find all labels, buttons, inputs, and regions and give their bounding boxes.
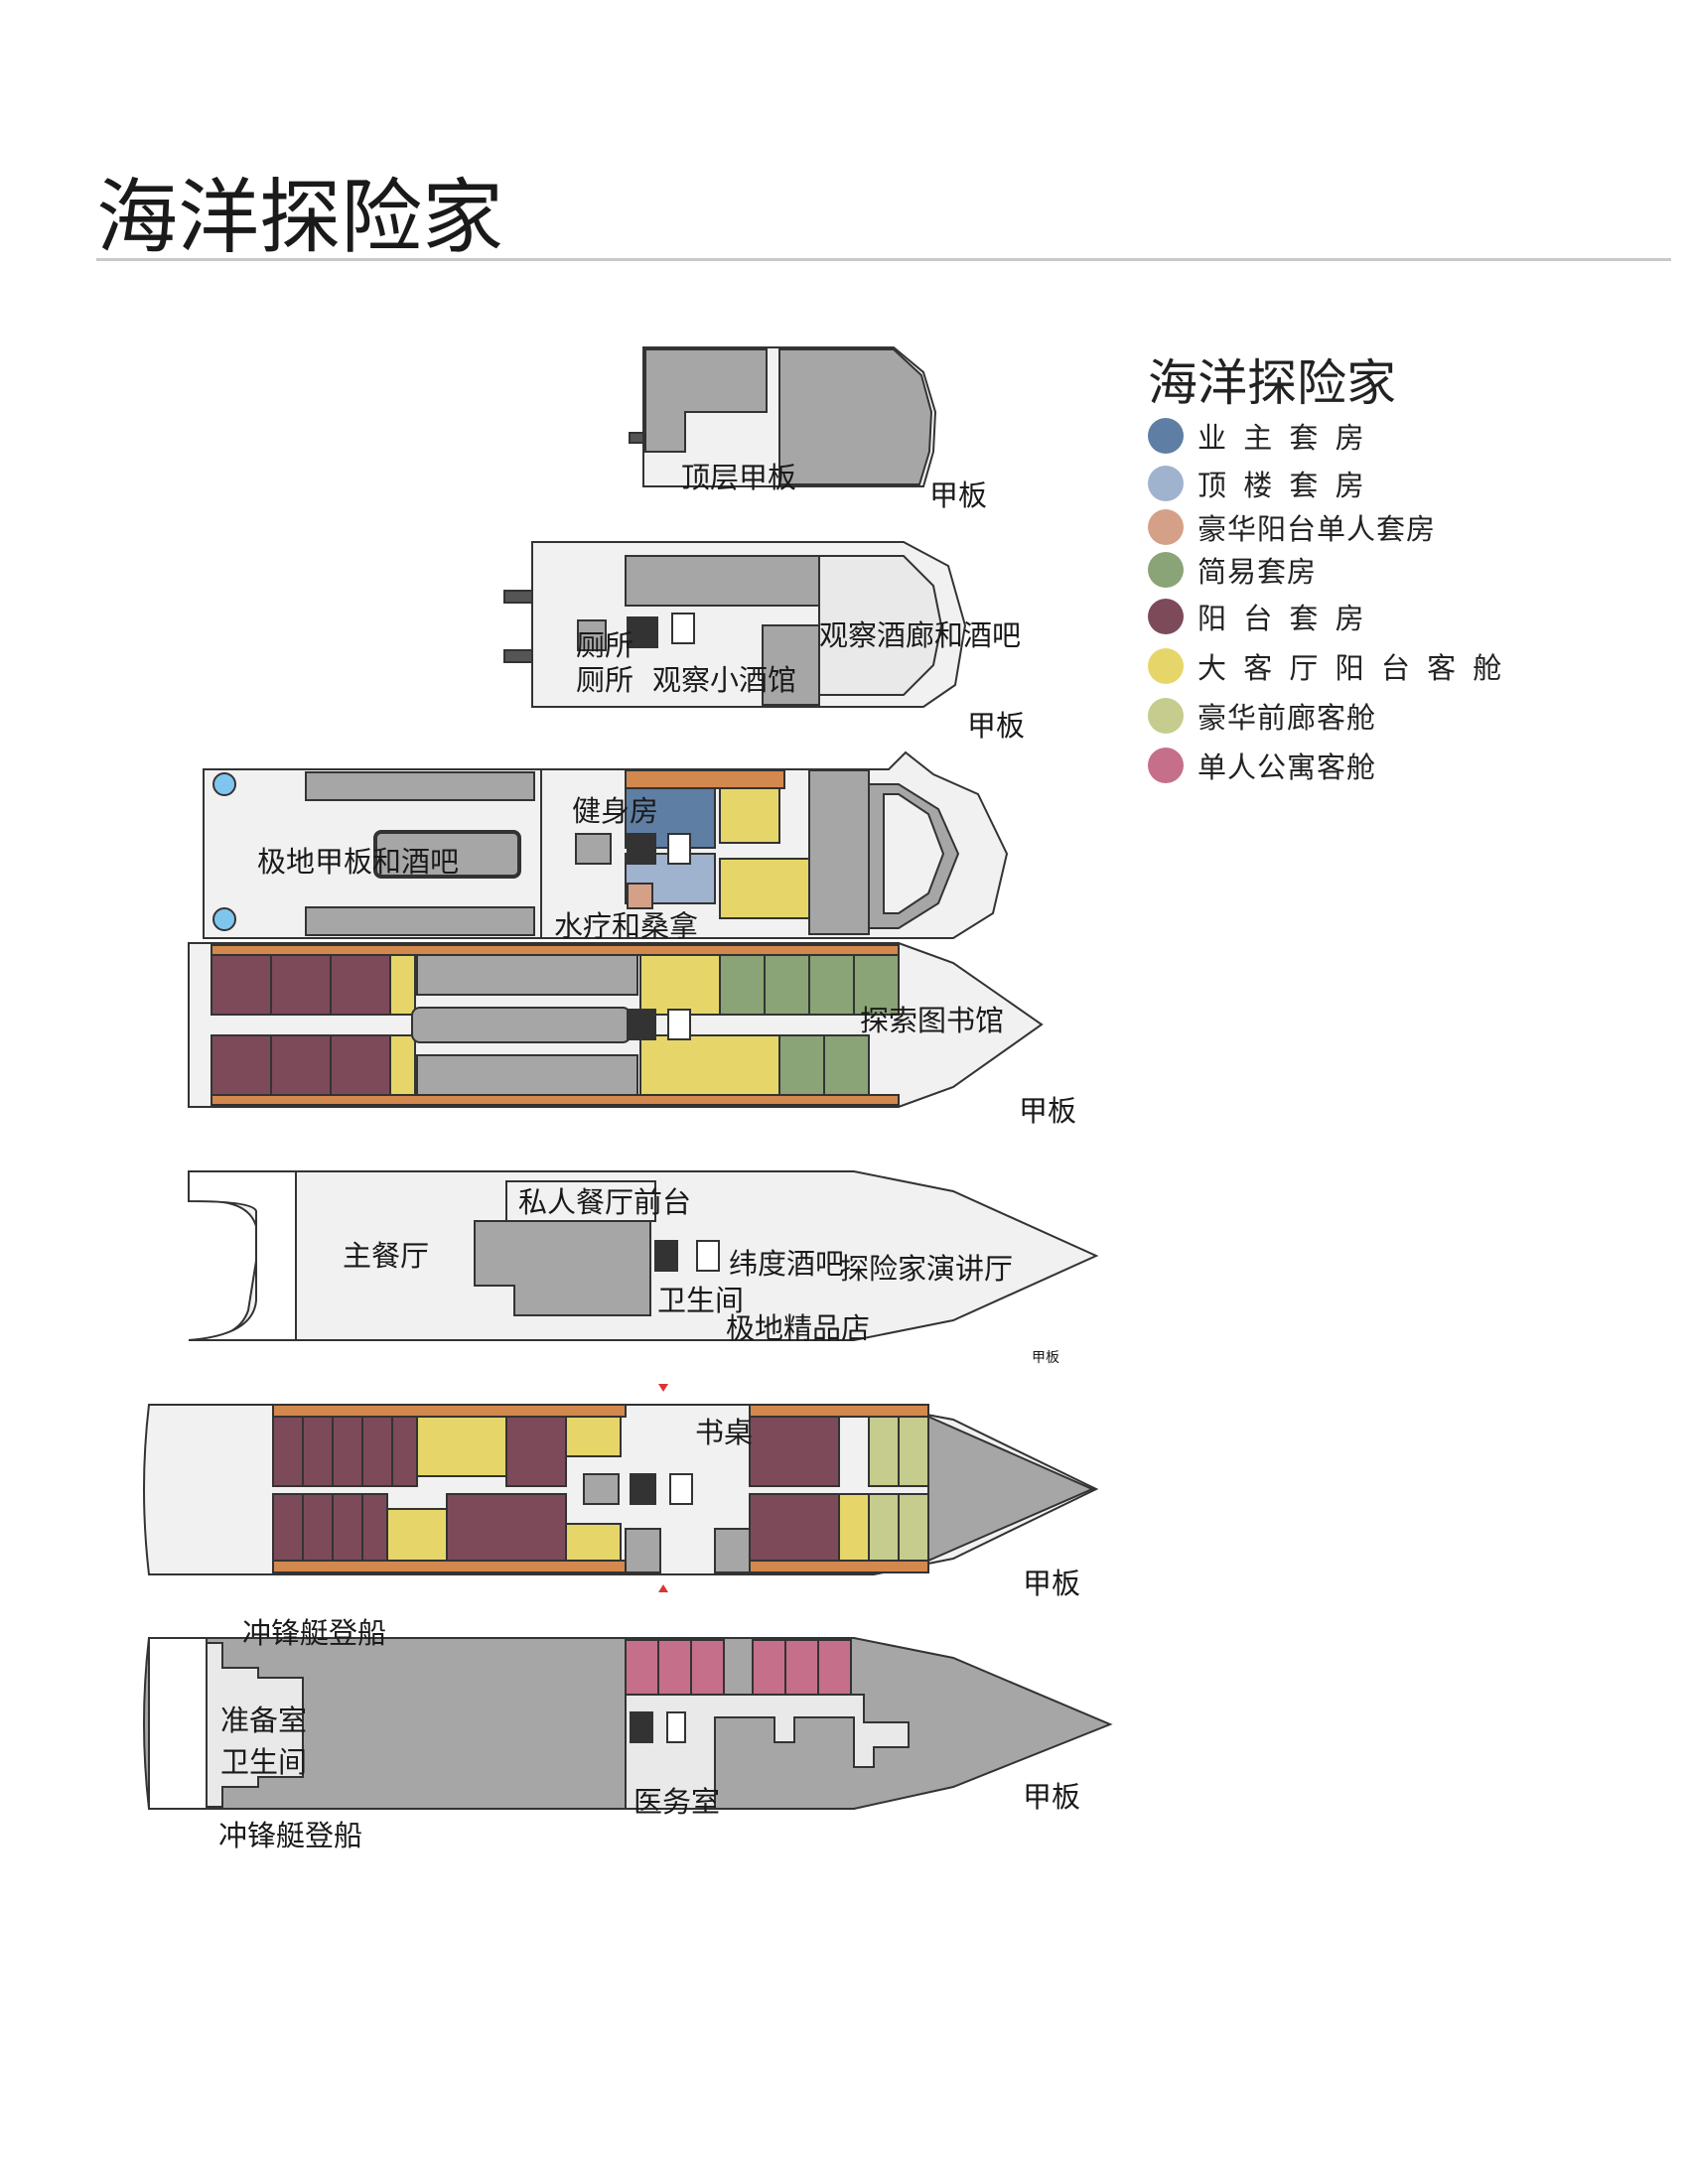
deck-observation <box>503 541 967 708</box>
deck-top <box>629 346 937 487</box>
deck-word-6: 甲板 <box>1023 1567 1081 1600</box>
deck-word-7: 甲板 <box>1023 1780 1081 1814</box>
label-latitude-bar: 纬度酒吧 <box>729 1247 845 1281</box>
legend-swatch <box>1148 466 1184 501</box>
legend-swatch <box>1148 698 1184 734</box>
legend-label: 简易套房 <box>1197 555 1318 589</box>
legend-label: 单人公寓客舱 <box>1197 751 1377 784</box>
legend-item: 单人公寓客舱 <box>1148 745 1376 786</box>
deck-word-1: 甲板 <box>929 478 988 512</box>
legend-label: 豪华阳台单人套房 <box>1197 512 1437 546</box>
legend-swatch <box>1148 648 1184 684</box>
label-medical: 医务室 <box>633 1785 721 1819</box>
legend-swatch <box>1148 418 1184 454</box>
legend-swatch <box>1148 552 1184 588</box>
label-top-deck: 顶层甲板 <box>681 461 797 494</box>
deck-library <box>188 942 1044 1108</box>
deck-reception <box>143 1384 1099 1592</box>
label-gym: 健身房 <box>572 794 659 828</box>
label-polar-boutique: 极地精品店 <box>726 1311 871 1345</box>
label-library: 探索图书馆 <box>860 1004 1005 1037</box>
legend-label: 豪华前廊客舱 <box>1197 701 1377 735</box>
legend-item: 简易套房 <box>1148 549 1317 591</box>
label-spa: 水疗和桑拿 <box>554 909 699 943</box>
legend-swatch <box>1148 509 1184 545</box>
label-private-dining: 私人餐厅前台 <box>518 1185 692 1219</box>
label-prep-room: 准备室 <box>220 1704 308 1737</box>
title-divider <box>96 258 1671 261</box>
label-observation-lounge: 观察酒廊和酒吧 <box>819 618 1022 652</box>
legend-swatch <box>1148 748 1184 783</box>
label-observation-bistro: 观察小酒馆 <box>652 663 797 697</box>
legend-label: 大 客 厅 阳 台 客 舱 <box>1197 651 1506 685</box>
label-zodiac-bottom: 冲锋艇登船 <box>218 1819 363 1852</box>
label-desk: 书桌 <box>695 1416 754 1449</box>
deck-word-4: 甲板 <box>1019 1094 1077 1128</box>
label-toilet-1: 厕所 <box>576 628 634 662</box>
legend-item: 业 主 套 房 <box>1148 415 1368 457</box>
label-restroom: 卫生间 <box>657 1284 745 1317</box>
legend-label: 业 主 套 房 <box>1197 421 1368 455</box>
deck-lower <box>143 1637 1113 1810</box>
deck-restaurant <box>188 1170 1099 1341</box>
deck-polar <box>203 751 1009 939</box>
label-polar-bar: 极地甲板和酒吧 <box>257 845 460 879</box>
label-lecture-hall: 探险家演讲厅 <box>840 1252 1014 1286</box>
legend-title: 海洋探险家 <box>1148 354 1396 412</box>
legend-swatch <box>1148 599 1184 634</box>
label-lower-restroom: 卫生间 <box>220 1745 308 1779</box>
legend-item: 豪华前廊客舱 <box>1148 695 1376 737</box>
legend-label: 顶 楼 套 房 <box>1197 469 1368 502</box>
label-toilet-2: 厕所 <box>576 663 634 697</box>
legend-item: 豪华阳台单人套房 <box>1148 506 1436 548</box>
legend-item: 顶 楼 套 房 <box>1148 463 1368 504</box>
label-main-dining: 主餐厅 <box>343 1239 430 1273</box>
deck-word-2: 甲板 <box>967 709 1026 743</box>
deck-word-5: 甲板 <box>1032 1350 1059 1366</box>
label-zodiac-top: 冲锋艇登船 <box>242 1616 387 1650</box>
legend-item: 阳 台 套 房 <box>1148 596 1368 637</box>
legend-label: 阳 台 套 房 <box>1197 602 1368 635</box>
page-title: 海洋探险家 <box>96 171 504 265</box>
legend-item: 大 客 厅 阳 台 客 舱 <box>1148 645 1505 687</box>
